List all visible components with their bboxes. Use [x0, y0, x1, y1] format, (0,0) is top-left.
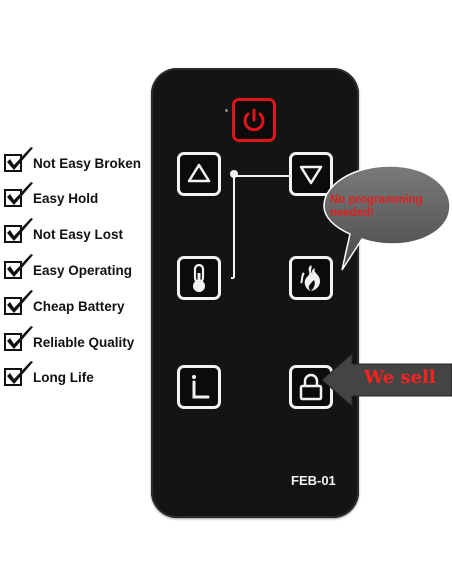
checkmark-icon: [7, 326, 33, 349]
checkmark-icon: [7, 361, 33, 384]
checkbox-icon: [4, 333, 22, 351]
check-label: Not Easy Lost: [33, 227, 124, 242]
thermometer-icon: [193, 263, 205, 292]
check-item: Easy Hold: [0, 182, 160, 213]
checkbox-icon: [4, 225, 22, 243]
speech-bubble-shape: [323, 165, 451, 271]
flame-icon: [300, 265, 321, 291]
check-label: Easy Operating: [33, 263, 133, 278]
up-button[interactable]: [177, 152, 221, 196]
checkmark-icon: [7, 147, 33, 170]
check-label: Long Life: [33, 370, 94, 385]
check-label: Cheap Battery: [33, 299, 125, 314]
flame-button[interactable]: [289, 256, 333, 300]
checkbox-icon: [4, 261, 22, 279]
check-item: Not Easy Lost: [0, 218, 160, 249]
check-item: Cheap Battery: [0, 290, 160, 321]
arrow-label: We sell: [364, 367, 436, 388]
checkbox-icon: [4, 154, 22, 172]
lock-icon: [299, 373, 323, 401]
checkbox-icon: [4, 368, 22, 386]
check-item: Easy Operating: [0, 254, 160, 285]
power-button[interactable]: [232, 98, 276, 142]
arrow-shape: [322, 352, 452, 408]
callout-text: No programming needed!: [330, 194, 423, 219]
checkmark-icon: [7, 218, 33, 241]
remote-control: FEB-01: [151, 68, 359, 518]
checkmark-icon: [7, 290, 33, 313]
down-triangle-icon: [299, 165, 323, 185]
checkmark-icon: [7, 182, 33, 205]
check-label: Not Easy Broken: [33, 156, 142, 171]
check-label: Reliable Quality: [33, 335, 135, 350]
info-button[interactable]: [177, 365, 221, 409]
check-item: Not Easy Broken: [0, 147, 160, 178]
power-icon: [243, 108, 265, 132]
down-button[interactable]: [289, 152, 333, 196]
speech-bubble: No programming needed!: [320, 162, 452, 277]
checkbox-icon: [4, 297, 22, 315]
checkmark-icon: [7, 254, 33, 277]
we-sell-arrow: We sell: [322, 350, 452, 410]
check-label: Easy Hold: [33, 191, 99, 206]
info-icon: [192, 375, 210, 399]
connector-lines: [230, 170, 289, 279]
heat-button[interactable]: [177, 256, 221, 300]
model-label: FEB-01: [291, 473, 336, 488]
check-item: Long Life: [0, 361, 160, 392]
checkbox-icon: [4, 189, 22, 207]
led-indicator: [225, 109, 228, 112]
up-triangle-icon: [187, 163, 211, 183]
check-item: Reliable Quality: [0, 326, 160, 357]
lock-button[interactable]: [289, 365, 333, 409]
